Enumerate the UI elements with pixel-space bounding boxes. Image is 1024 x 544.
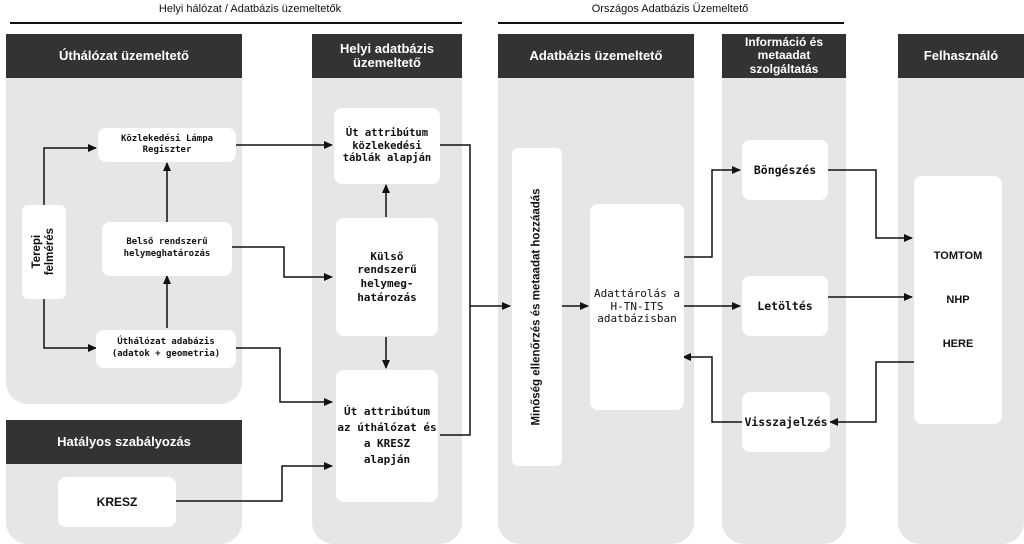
user-here: HERE <box>942 338 974 350</box>
user-tomtom: TOMTOM <box>933 250 983 262</box>
arrow-adatbazis-utattr-kresz <box>236 347 333 406</box>
header-uthalozat: Úthálózat üzemeltető <box>6 34 242 78</box>
arrow-bongeszes-felhasznalo <box>828 169 913 242</box>
arrow-felhasznalo-visszajelzes <box>829 361 914 426</box>
box-felhasznalok: TOMTOM NHP HERE <box>914 176 1002 424</box>
box-uthalozat-adatbazis: Úthálózat adabázis (adatok + geometria) <box>96 330 236 368</box>
header-szabalyozas: Hatályos szabályozás <box>6 420 242 464</box>
arrow-terepi-adatbazis <box>43 299 97 352</box>
arrow-belso-kulso <box>232 246 333 281</box>
arrow-kresz-utattr <box>176 462 333 502</box>
header-adatbazis: Adatbázis üzemeltető <box>498 34 694 78</box>
terepi-label: Terepi felmérés <box>31 228 56 276</box>
top-label-local: Helyi hálózat / Adatbázis üzemeltetők <box>158 3 342 15</box>
top-label-national: Országos Adatbázis Üzemeltető <box>591 3 749 15</box>
box-kresz: KRESZ <box>58 477 176 527</box>
box-minoseg-ellenorzes: Minőség ellenőrzés és metaadat hozzáadás <box>512 148 562 466</box>
user-nhp: NHP <box>946 294 970 306</box>
box-kulso-helymeghatarozas: Külső rendszerű helymeg- határozás <box>336 218 438 336</box>
arrow-tablak-merge <box>440 144 471 436</box>
header-felhasznalo: Felhasználó <box>898 34 1024 78</box>
box-terepi-felmeres: Terepi felmérés <box>22 205 66 299</box>
box-belso-helymeghatarozas: Belső rendszerű helymeghatározás <box>102 222 232 276</box>
top-rule-national <box>498 22 844 24</box>
arrow-terepi-lampa <box>43 144 97 205</box>
arrow-visszajelzes-adattarolas <box>682 353 742 423</box>
box-ut-attributum-tablak: Út attribútum közlekedési táblák alapján <box>334 108 440 184</box>
box-kozlekedesi-lampa: Közlekedési Lámpa Regiszter <box>98 128 236 162</box>
arrow-adattarolas-bongeszes <box>683 166 741 258</box>
header-informacio: Információ és metaadat szolgáltatás <box>722 34 846 78</box>
box-ut-attributum-kresz: Út attribútum az úthálózat és a KRESZ al… <box>336 370 438 502</box>
box-adattarolas: Adattárolás a H-TN-ITS adatbázisban <box>590 204 684 410</box>
top-rule-local <box>10 22 462 24</box>
box-letoltes: Letöltés <box>742 276 828 336</box>
box-visszajelzes: Visszajelzés <box>742 392 830 452</box>
header-helyi: Helyi adatbázis üzemeltető <box>312 34 462 78</box>
box-bongeszes: Böngészés <box>742 140 828 200</box>
minoseg-label: Minőség ellenőrzés és metaadat hozzáadás <box>531 188 544 426</box>
